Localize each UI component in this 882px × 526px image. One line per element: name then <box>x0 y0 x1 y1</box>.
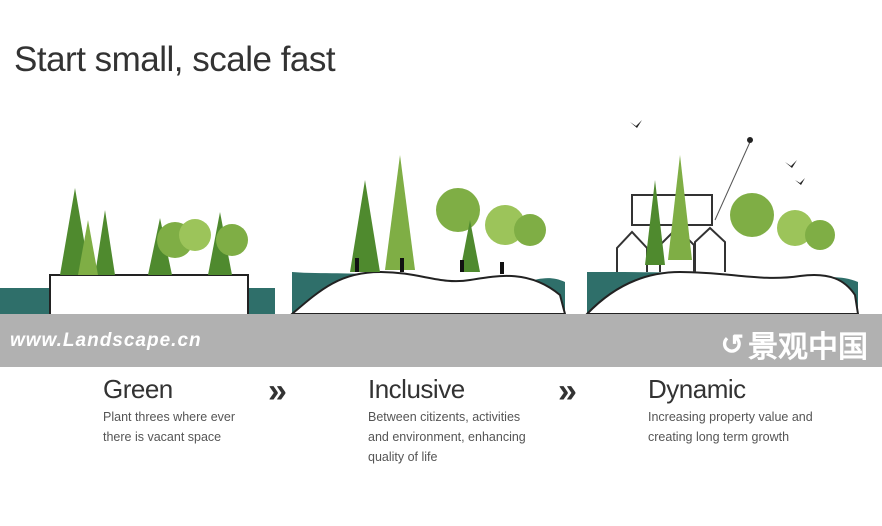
step-heading: Green <box>103 374 173 404</box>
kite <box>747 137 753 143</box>
step-inclusive: Inclusive Between citizents, activities … <box>368 374 533 467</box>
scene-inclusive <box>289 155 567 315</box>
scene-green <box>0 188 275 316</box>
vacant-lot <box>49 274 249 316</box>
step-heading: Dynamic <box>648 374 746 404</box>
watermark-logo: ↺ 景观中国 <box>721 322 868 366</box>
logo-text: 景观中国 <box>748 331 868 364</box>
chevron-right-icon: » <box>268 372 287 410</box>
step-heading: Inclusive <box>368 374 465 404</box>
tree-group <box>60 188 248 275</box>
chevron-right-icon: » <box>558 372 577 410</box>
houses <box>616 194 726 272</box>
step-green: Green Plant threes where ever there is v… <box>103 374 253 447</box>
birds <box>630 120 805 185</box>
logo-swirl-icon: ↺ <box>720 328 744 360</box>
landscape-illustration <box>0 120 860 316</box>
watermark-url: www.Landscape.cn <box>10 330 202 351</box>
step-description: Between citizents, activities and enviro… <box>368 410 526 464</box>
scene-dynamic <box>584 120 860 315</box>
step-description: Increasing property value and creating l… <box>648 410 813 444</box>
page-title: Start small, scale fast <box>14 40 336 79</box>
watermark-band <box>0 314 882 367</box>
step-dynamic: Dynamic Increasing property value and cr… <box>648 374 823 447</box>
step-description: Plant threes where ever there is vacant … <box>103 410 236 444</box>
